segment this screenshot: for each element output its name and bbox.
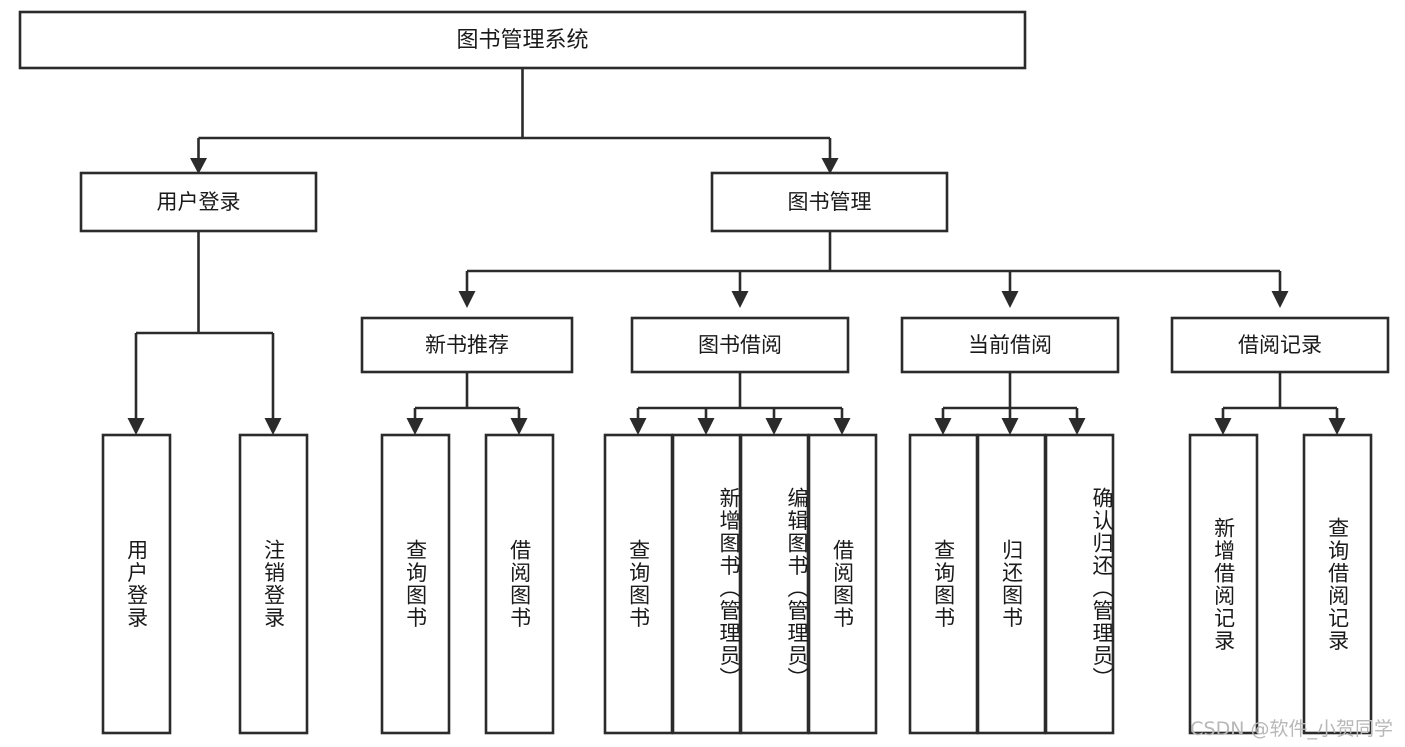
node-leaf-borrow-book-1[interactable] [484, 433, 555, 735]
arrow-head-leaf-query-record [1328, 418, 1346, 435]
node-leaf-query-record[interactable] [1302, 433, 1373, 735]
arrow-head-user-login [190, 158, 207, 174]
node-book-borrow-label: 图书借阅 [698, 333, 782, 357]
arrow-head-leaf-query-book-2 [629, 418, 647, 435]
node-leaf-query-book-1[interactable] [380, 433, 451, 735]
arrow-head-leaf-query-book-1 [406, 418, 424, 435]
connector-current-borrow-to-leaves [934, 372, 1086, 435]
arrow-head-leaf-add-record [1214, 418, 1232, 435]
arrow-head-leaf-query-book-3 [934, 418, 952, 435]
node-current-borrow-label: 当前借阅 [968, 333, 1052, 357]
node-leaf-return-book[interactable] [976, 433, 1047, 735]
node-leaf-add-book-box[interactable] [671, 433, 742, 735]
node-leaf-user-login-box[interactable] [101, 433, 172, 735]
node-leaf-edit-book-box[interactable] [739, 433, 810, 735]
node-book-manage[interactable]: 图书管理 [710, 171, 949, 233]
node-book-manage-box[interactable] [710, 171, 949, 233]
arrow-head-leaf-edit-book [765, 418, 783, 435]
node-leaf-edit-book[interactable] [739, 433, 810, 735]
node-root-label: 图书管理系统 [456, 28, 588, 53]
arrow-head-leaf-borrow-book-1 [510, 418, 528, 435]
connector-book-manage-to-level3 [458, 231, 1289, 308]
node-new-book-recommend-label: 新书推荐 [425, 333, 509, 357]
connector-user-login-to-leaves [127, 231, 282, 435]
node-user-login[interactable]: 用户登录 [79, 171, 318, 233]
node-leaf-query-book-1-box[interactable] [380, 433, 451, 735]
arrow-head-leaf-return-book [1001, 418, 1019, 435]
connector-root-to-level2 [190, 68, 839, 174]
csdn-watermark: CSDN @软件_小贺同学 [1190, 718, 1393, 740]
arrow-head-book-borrow [731, 291, 749, 308]
node-leaf-confirm-return[interactable] [1044, 433, 1115, 735]
arrow-head-leaf-confirm-return [1068, 418, 1086, 435]
connector-book-borrow-to-leaves [629, 372, 851, 435]
node-borrow-record-box[interactable] [1170, 316, 1390, 374]
arrow-head-leaf-borrow-book-2 [833, 418, 851, 435]
arrow-head-new-book-recommend [458, 291, 476, 308]
node-leaf-query-book-3[interactable] [908, 433, 979, 735]
node-new-book-recommend-box[interactable] [360, 316, 574, 374]
node-leaf-query-book-2[interactable] [603, 433, 674, 735]
connector-borrow-record-to-leaves [1214, 372, 1346, 435]
node-leaf-add-book[interactable] [671, 433, 742, 735]
node-current-borrow-box[interactable] [900, 316, 1120, 374]
node-user-login-box[interactable] [79, 171, 318, 233]
node-leaf-add-record[interactable] [1188, 433, 1259, 735]
arrow-head-current-borrow [1001, 291, 1019, 308]
node-leaf-user-login[interactable] [101, 433, 172, 735]
node-leaf-query-book-2-box[interactable] [603, 433, 674, 735]
node-user-login-label: 用户登录 [157, 190, 241, 214]
arrow-head-book-manage [821, 158, 839, 174]
node-leaf-query-record-box[interactable] [1302, 433, 1373, 735]
node-leaf-return-book-box[interactable] [976, 433, 1047, 735]
node-book-manage-label: 图书管理 [788, 190, 872, 214]
node-book-borrow-box[interactable] [630, 316, 850, 374]
arrow-head-leaf-add-book [697, 418, 715, 435]
node-borrow-record[interactable]: 借阅记录 [1170, 316, 1390, 374]
arrow-head-borrow-record [1271, 291, 1289, 308]
node-root[interactable]: 图书管理系统 [18, 10, 1027, 70]
node-leaf-add-record-box[interactable] [1188, 433, 1259, 735]
node-root-box[interactable] [18, 10, 1027, 70]
connector-new-book-recommend-to-leaves [406, 372, 528, 435]
node-leaf-borrow-book-1-box[interactable] [484, 433, 555, 735]
node-leaf-confirm-return-box[interactable] [1044, 433, 1115, 735]
node-leaf-logout-login-box[interactable] [238, 433, 309, 735]
node-book-borrow[interactable]: 图书借阅 [630, 316, 850, 374]
node-borrow-record-label: 借阅记录 [1238, 333, 1322, 357]
node-current-borrow[interactable]: 当前借阅 [900, 316, 1120, 374]
node-leaf-borrow-book-2[interactable] [807, 433, 878, 735]
arrow-head-leaf-logout-login [264, 418, 282, 435]
node-leaf-query-book-3-box[interactable] [908, 433, 979, 735]
node-leaf-borrow-book-2-box[interactable] [807, 433, 878, 735]
node-leaf-logout-login[interactable] [238, 433, 309, 735]
node-new-book-recommend[interactable]: 新书推荐 [360, 316, 574, 374]
arrow-head-leaf-user-login [127, 418, 145, 435]
